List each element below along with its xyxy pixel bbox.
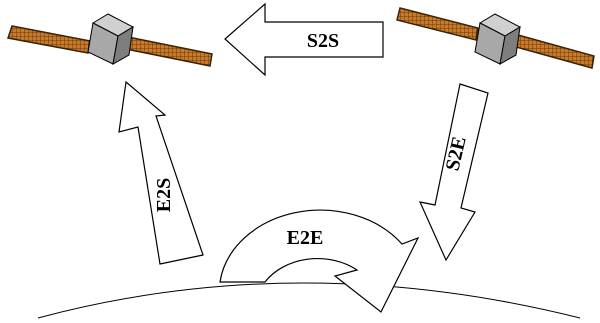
satellite-right <box>396 7 595 69</box>
s2e-arrow: S2E <box>418 83 489 262</box>
solar-panel-left-wing <box>396 7 479 41</box>
satellite-body <box>474 13 522 65</box>
earth-horizon <box>37 282 581 319</box>
satellite-body <box>87 13 135 65</box>
solar-panel-right-wing <box>515 34 595 69</box>
e2e-arrow: E2E <box>219 209 420 313</box>
s2s-arrow: S2S <box>224 2 384 77</box>
e2e-label: E2E <box>287 227 324 249</box>
e2s-arrow: E2S <box>118 80 204 265</box>
e2s-label: E2S <box>153 178 175 212</box>
s2s-label: S2S <box>307 30 339 52</box>
solar-panel-left-wing <box>7 25 91 54</box>
solar-panel-right-wing <box>125 36 213 67</box>
satellite-left <box>7 13 213 67</box>
